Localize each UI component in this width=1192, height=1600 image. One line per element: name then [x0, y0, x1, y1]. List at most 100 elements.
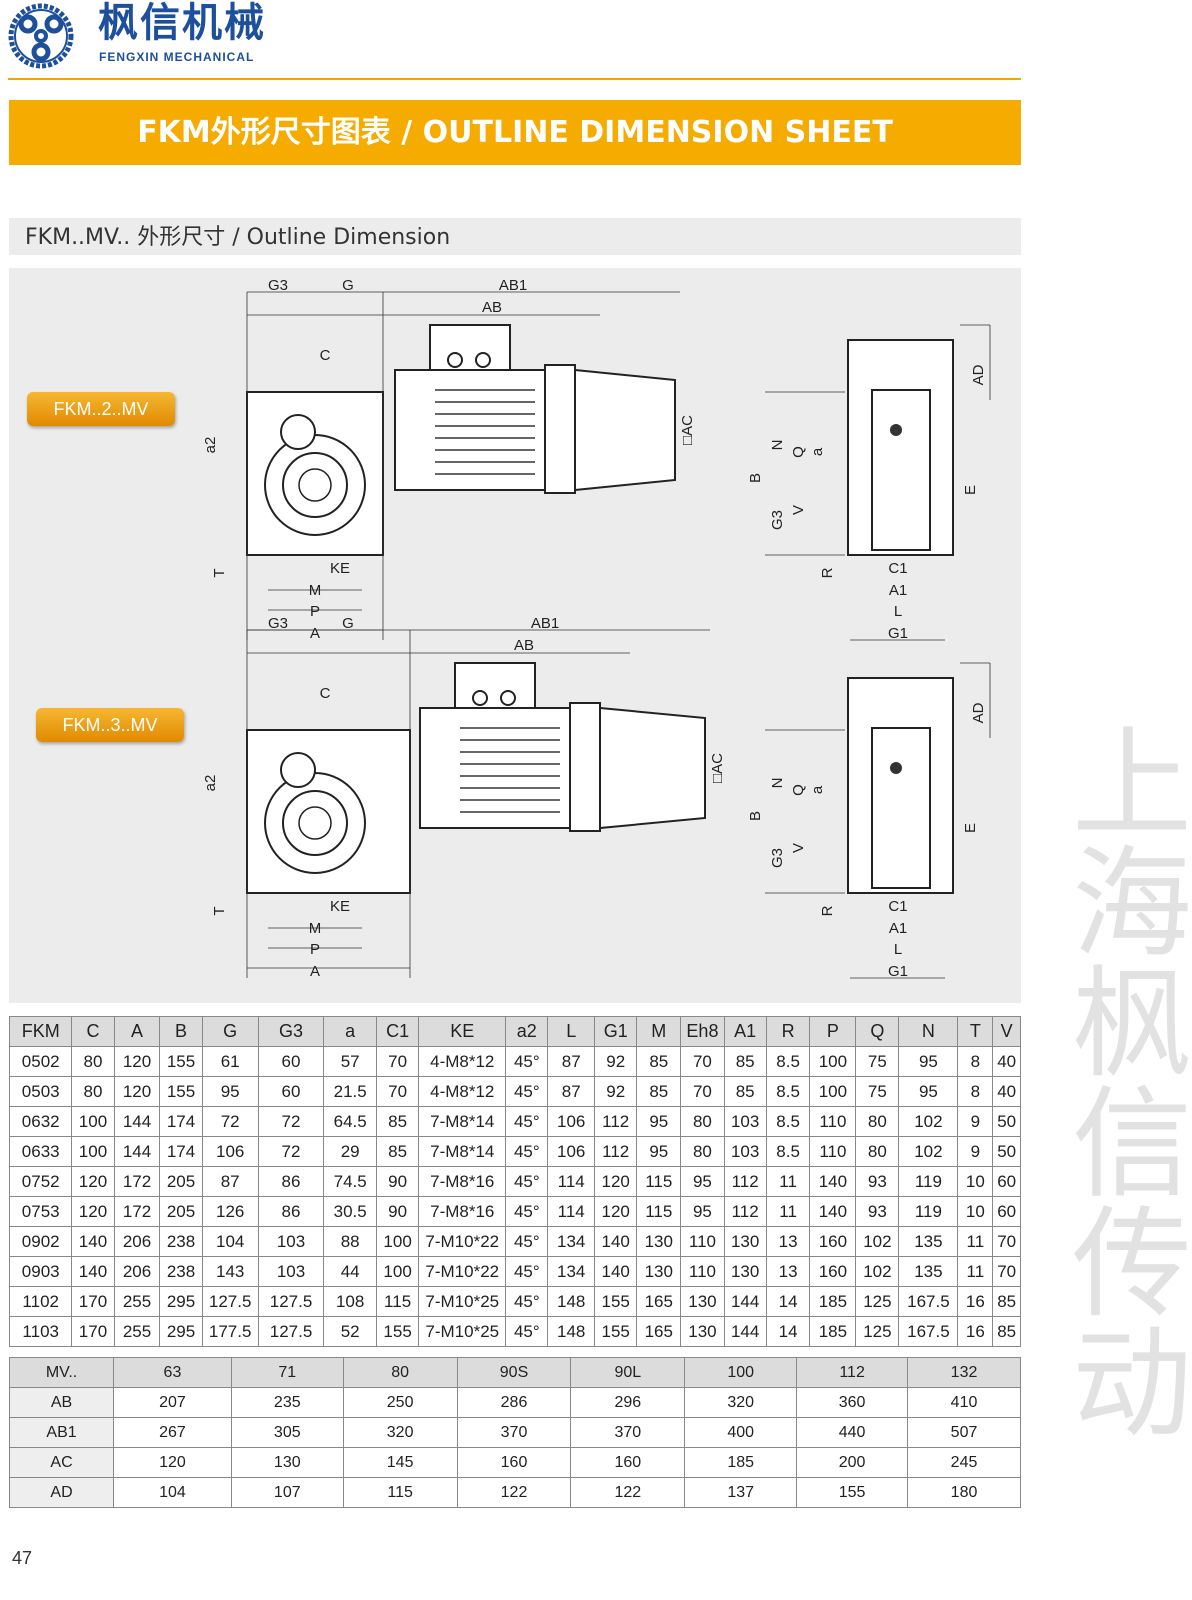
variant-label-2: FKM..2..MV [27, 392, 175, 426]
table-cell: 95 [636, 1136, 682, 1167]
table-cell: 93 [855, 1196, 900, 1227]
column-header: FKM [8, 1016, 73, 1047]
table-cell: 11 [957, 1226, 994, 1257]
table-cell: 127.5 [201, 1286, 259, 1317]
table-cell: 85 [723, 1076, 767, 1107]
table-cell: 14 [765, 1316, 811, 1347]
table-cell: 250 [342, 1387, 458, 1418]
table-cell: 7-M10*22 [418, 1226, 507, 1257]
page-number: 47 [12, 1548, 33, 1568]
table-cell: 127.5 [257, 1286, 325, 1317]
table-cell: 30.5 [323, 1196, 378, 1227]
table-cell: 95 [680, 1196, 725, 1227]
table-cell: 119 [898, 1196, 959, 1227]
table-cell: 86 [257, 1196, 325, 1227]
table-cell: 172 [113, 1196, 161, 1227]
table-cell: 134 [547, 1226, 596, 1257]
table-cell: 155 [594, 1316, 638, 1347]
table-cell: 115 [636, 1166, 682, 1197]
table-cell: AB [8, 1387, 115, 1418]
dim-label-g3: G3 [268, 615, 288, 632]
table-cell: 71 [230, 1357, 344, 1388]
table-cell: 103 [257, 1226, 325, 1257]
column-header: C1 [376, 1016, 420, 1047]
table-cell: 45° [505, 1166, 549, 1197]
table-cell: 70 [376, 1046, 420, 1077]
table-cell: 114 [547, 1166, 596, 1197]
table-cell: 64.5 [323, 1106, 378, 1137]
table-cell: 144 [113, 1136, 161, 1167]
table-cell: 72 [201, 1106, 259, 1137]
table-cell: 40 [992, 1076, 1021, 1107]
table-cell: 130 [680, 1316, 725, 1347]
table-cell: 108 [323, 1286, 378, 1317]
table-cell: 103 [257, 1256, 325, 1287]
table-cell: 125 [855, 1316, 900, 1347]
table-cell: 4-M8*12 [418, 1076, 507, 1107]
table-cell: 95 [898, 1046, 959, 1077]
table-cell: 70 [680, 1046, 725, 1077]
table-cell: 75 [855, 1046, 900, 1077]
table-cell: 115 [636, 1196, 682, 1227]
dim-label-c: C [320, 347, 331, 364]
table-cell: 45° [505, 1286, 549, 1317]
table-cell: 170 [71, 1286, 115, 1317]
table-cell: 155 [159, 1076, 203, 1107]
table-cell: 52 [323, 1316, 378, 1347]
table-cell: 13 [765, 1256, 811, 1287]
table-cell: 115 [376, 1286, 420, 1317]
table-cell: 148 [547, 1316, 596, 1347]
dim-label-ab1: AB1 [531, 615, 559, 632]
dim-label-t: T [211, 906, 228, 915]
dim-label-r: R [819, 567, 836, 578]
table-cell: 60 [257, 1046, 325, 1077]
dim-label-g3: G3 [769, 510, 786, 530]
table-cell: 174 [159, 1136, 203, 1167]
dim-label-a: A [310, 625, 320, 642]
table-cell: 140 [809, 1166, 857, 1197]
column-header: L [547, 1016, 596, 1047]
dim-label-b: B [747, 811, 764, 821]
table-cell: 9 [957, 1136, 994, 1167]
dim-label-ad: AD [970, 702, 987, 723]
table-cell: 110 [680, 1256, 725, 1287]
model-cell: 1103 [8, 1316, 73, 1347]
table-cell: 100 [71, 1106, 115, 1137]
table-cell: 120 [113, 1447, 232, 1478]
table-cell: 110 [680, 1226, 725, 1257]
table-cell: 11 [957, 1256, 994, 1287]
table-cell: 86 [257, 1166, 325, 1197]
dim-label-a: A [310, 963, 320, 980]
table-cell: 103 [723, 1136, 767, 1167]
table-cell: 70 [680, 1076, 725, 1107]
table-cell: 267 [113, 1417, 232, 1448]
dim-label-g1: G1 [888, 625, 908, 642]
dim-label-v: V [790, 505, 807, 515]
table-cell: 235 [230, 1387, 344, 1418]
table-cell: 102 [898, 1106, 959, 1137]
table-cell: 140 [71, 1226, 115, 1257]
table-cell: 165 [636, 1286, 682, 1317]
table-cell: 88 [323, 1226, 378, 1257]
table-cell: 145 [342, 1447, 458, 1478]
table-cell: 75 [855, 1076, 900, 1107]
dim-label-q: Q [790, 446, 807, 458]
table-cell: 205 [159, 1166, 203, 1197]
table-cell: 170 [71, 1316, 115, 1347]
table-cell: MV.. [8, 1357, 115, 1388]
dim-label-m: M [309, 582, 322, 599]
table-cell: 80 [680, 1106, 725, 1137]
dim-label-p: P [310, 941, 320, 958]
dim-label-ab: AB [482, 299, 502, 316]
table-cell: 110 [809, 1106, 857, 1137]
table-cell: 160 [809, 1256, 857, 1287]
table-cell: 100 [809, 1076, 857, 1107]
table-cell: 102 [855, 1256, 900, 1287]
table-cell: 120 [113, 1076, 161, 1107]
dim-label-l: L [894, 603, 902, 620]
table-cell: 144 [723, 1286, 767, 1317]
table-cell: 140 [71, 1256, 115, 1287]
table-cell: 114 [547, 1196, 596, 1227]
